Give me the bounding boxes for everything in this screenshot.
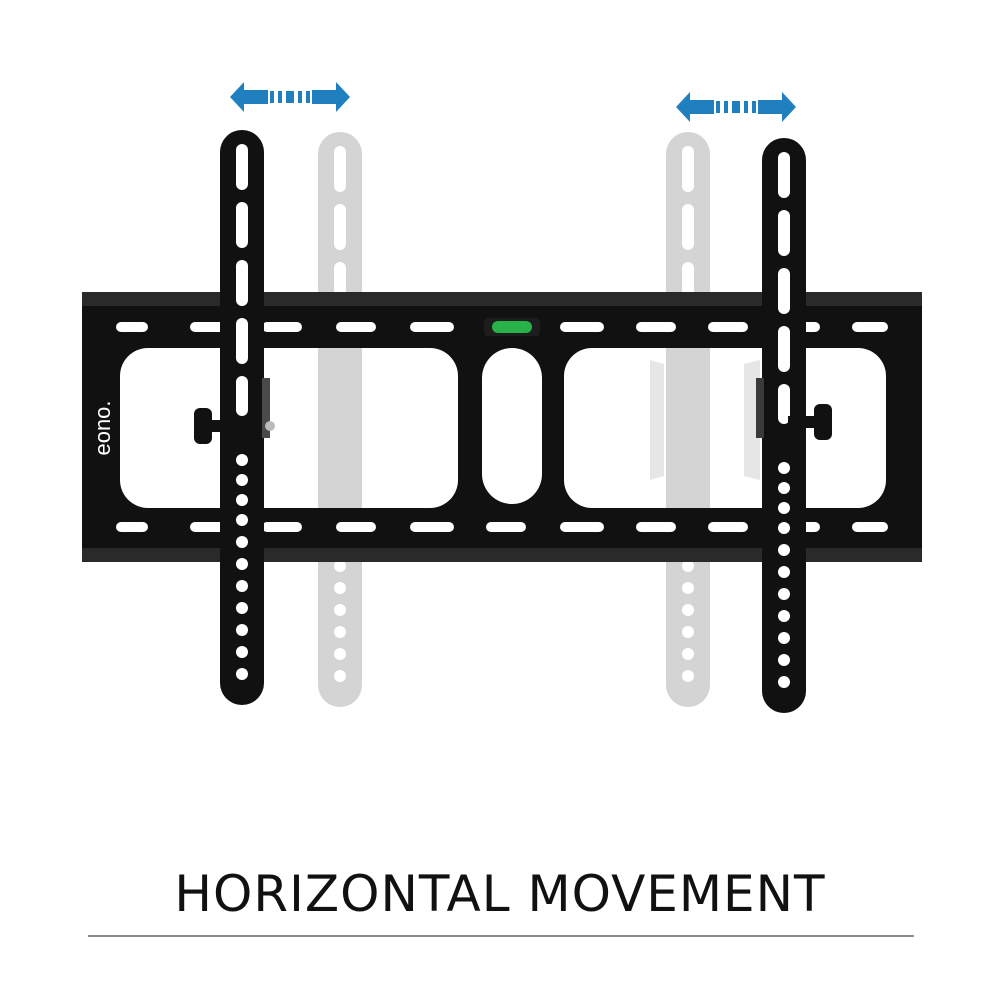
caption-divider — [88, 935, 914, 937]
tv-wall-mount-illustration: eono. — [82, 82, 922, 713]
movement-arrows-left — [230, 82, 350, 112]
movement-arrows-right — [676, 92, 796, 122]
svg-text:eono.: eono. — [90, 400, 115, 455]
caption-title: HORIZONTAL MOVEMENT — [174, 865, 826, 923]
arm-right — [756, 138, 832, 713]
eono-logo: eono. — [90, 400, 115, 455]
arm-left — [194, 130, 275, 705]
bubble-level-icon — [484, 318, 540, 336]
